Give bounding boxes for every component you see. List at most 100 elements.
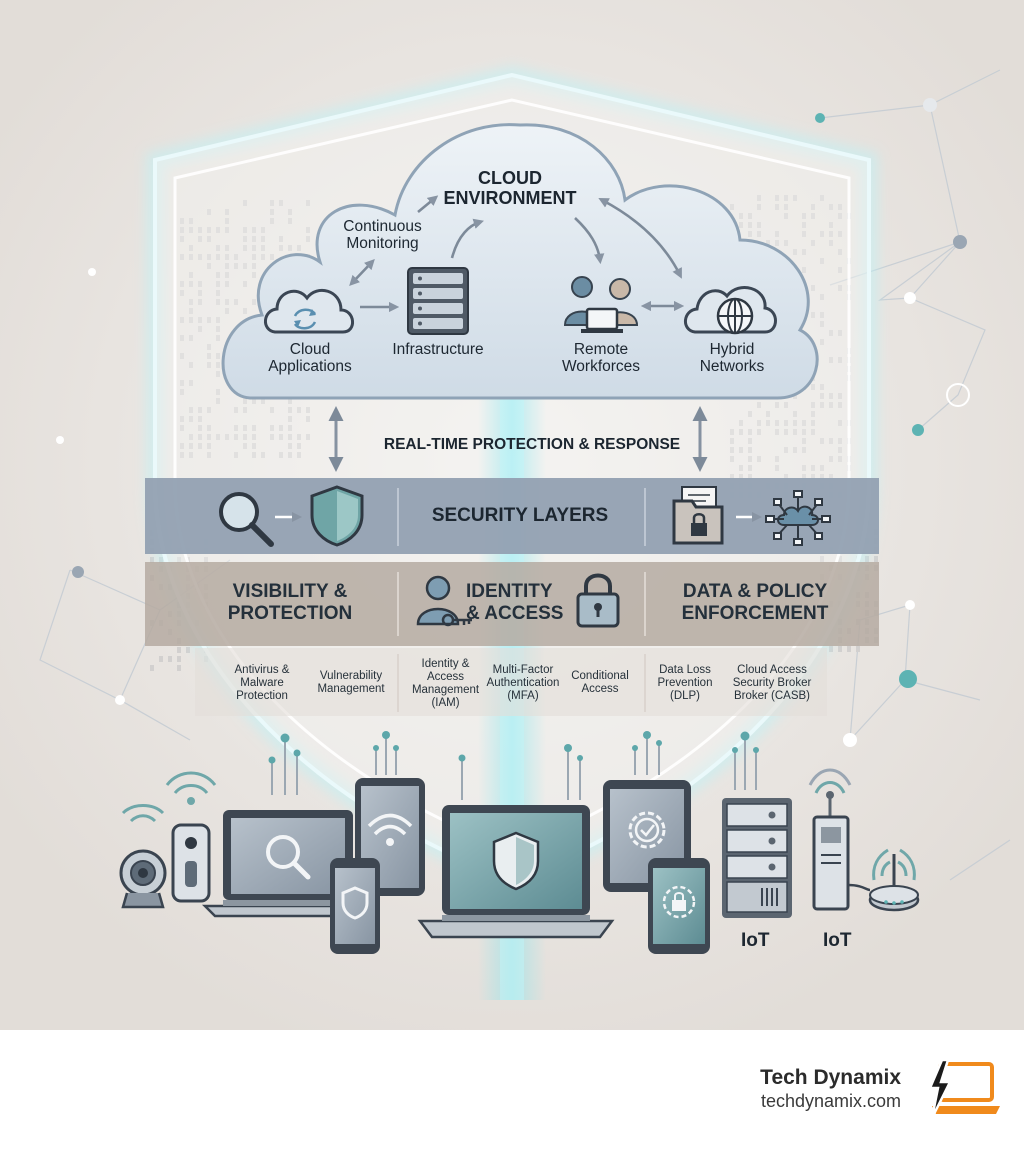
remote-workers-icon: [563, 276, 639, 333]
texture-dot: [306, 434, 310, 440]
texture-dot: [243, 281, 247, 287]
texture-dot: [189, 335, 193, 341]
router-icon: [868, 848, 920, 912]
texture-dot: [811, 429, 815, 435]
texture-dot: [793, 249, 797, 255]
texture-dot: [297, 245, 301, 251]
texture-dot: [739, 420, 743, 426]
texture-dot: [252, 434, 256, 440]
texture-dot: [216, 434, 220, 440]
texture-dot: [198, 236, 202, 242]
cloud-title: CLOUD ENVIRONMENT: [443, 168, 577, 209]
texture-dot: [748, 465, 752, 471]
texture-dot: [198, 227, 202, 233]
item-iam: Identity & Access Management (IAM): [411, 658, 480, 709]
texture-dot: [288, 245, 292, 251]
texture-dot: [207, 353, 211, 359]
texture-dot: [252, 254, 256, 260]
texture-dot: [189, 281, 193, 287]
texture-dot: [279, 245, 283, 251]
texture-dot: [180, 317, 184, 323]
iot-label-server: IoT: [741, 930, 770, 951]
texture-dot: [802, 213, 806, 219]
texture-dot: [748, 456, 752, 462]
item-dlp: Data Loss Prevention (DLP): [657, 664, 713, 702]
texture-dot: [279, 236, 283, 242]
texture-dot: [189, 299, 193, 305]
texture-dot: [207, 236, 211, 242]
texture-dot: [216, 371, 220, 377]
texture-dot: [225, 272, 229, 278]
texture-dot: [306, 236, 310, 242]
texture-dot: [216, 335, 220, 341]
texture-dot: [243, 443, 247, 449]
texture-dot: [811, 465, 815, 471]
server-icon: [722, 798, 792, 918]
texture-dot: [234, 434, 238, 440]
texture-dot: [186, 647, 190, 653]
texture-dot: [243, 236, 247, 242]
texture-dot: [820, 321, 824, 327]
texture-dot: [748, 213, 752, 219]
texture-dot: [216, 353, 220, 359]
texture-dot: [297, 407, 301, 413]
texture-dot: [207, 263, 211, 269]
footer: [0, 1030, 1024, 1154]
texture-dot: [838, 267, 842, 273]
cloud-shape: [221, 123, 819, 400]
shield-icon: [310, 485, 364, 547]
texture-dot: [820, 438, 824, 444]
texture-dot: [225, 254, 229, 260]
texture-dot: [775, 420, 779, 426]
diagram-artwork: CLOUD ENVIRONMENT Continuous Monitoring …: [0, 0, 1024, 1030]
texture-dot: [811, 402, 815, 408]
texture-dot: [261, 452, 265, 458]
signal-pin-tips: [268, 731, 759, 764]
texture-dot: [270, 434, 274, 440]
texture-dot: [180, 227, 184, 233]
network-tower-icon: [808, 768, 871, 911]
texture-dot: [198, 434, 202, 440]
texture-dot: [180, 389, 184, 395]
texture-dot: [189, 227, 193, 233]
texture-dot: [757, 222, 761, 228]
iot-label-tower: IoT: [823, 930, 852, 951]
texture-dot: [811, 420, 815, 426]
texture-dot: [252, 263, 256, 269]
brand-url[interactable]: techdynamix.com: [760, 1091, 901, 1111]
texture-dot: [757, 402, 761, 408]
texture-dot: [234, 299, 238, 305]
texture-dot: [775, 231, 779, 237]
texture-dot: [793, 411, 797, 417]
texture-dot: [216, 389, 220, 395]
magnifier-icon: [219, 492, 274, 547]
texture-dot: [180, 236, 184, 242]
texture-dot: [784, 402, 788, 408]
texture-dot: [198, 299, 202, 305]
lightning-laptop-icon: [928, 1058, 1000, 1119]
texture-dot: [793, 429, 797, 435]
texture-dot: [216, 272, 220, 278]
texture-dot: [225, 308, 229, 314]
texture-dot: [225, 434, 229, 440]
texture-dot: [802, 231, 806, 237]
texture-dot: [204, 557, 208, 563]
diagram-canvas: [0, 0, 1024, 1030]
texture-dot: [820, 474, 824, 480]
globe-cloud-icon: [684, 286, 777, 335]
texture-dot: [739, 447, 743, 453]
cloud-sync-icon: [264, 288, 354, 334]
texture-dot: [198, 326, 202, 332]
texture-dot: [306, 227, 310, 233]
texture-dot: [288, 443, 292, 449]
texture-dot: [189, 443, 193, 449]
laptop-shield-icon: [417, 805, 615, 939]
texture-dot: [270, 254, 274, 260]
categories-band: [145, 562, 879, 716]
texture-dot: [297, 443, 301, 449]
texture-dot: [730, 474, 734, 480]
texture-dot: [180, 281, 184, 287]
texture-dot: [180, 443, 184, 449]
texture-dot: [216, 281, 220, 287]
webcam-icon: [119, 804, 167, 909]
